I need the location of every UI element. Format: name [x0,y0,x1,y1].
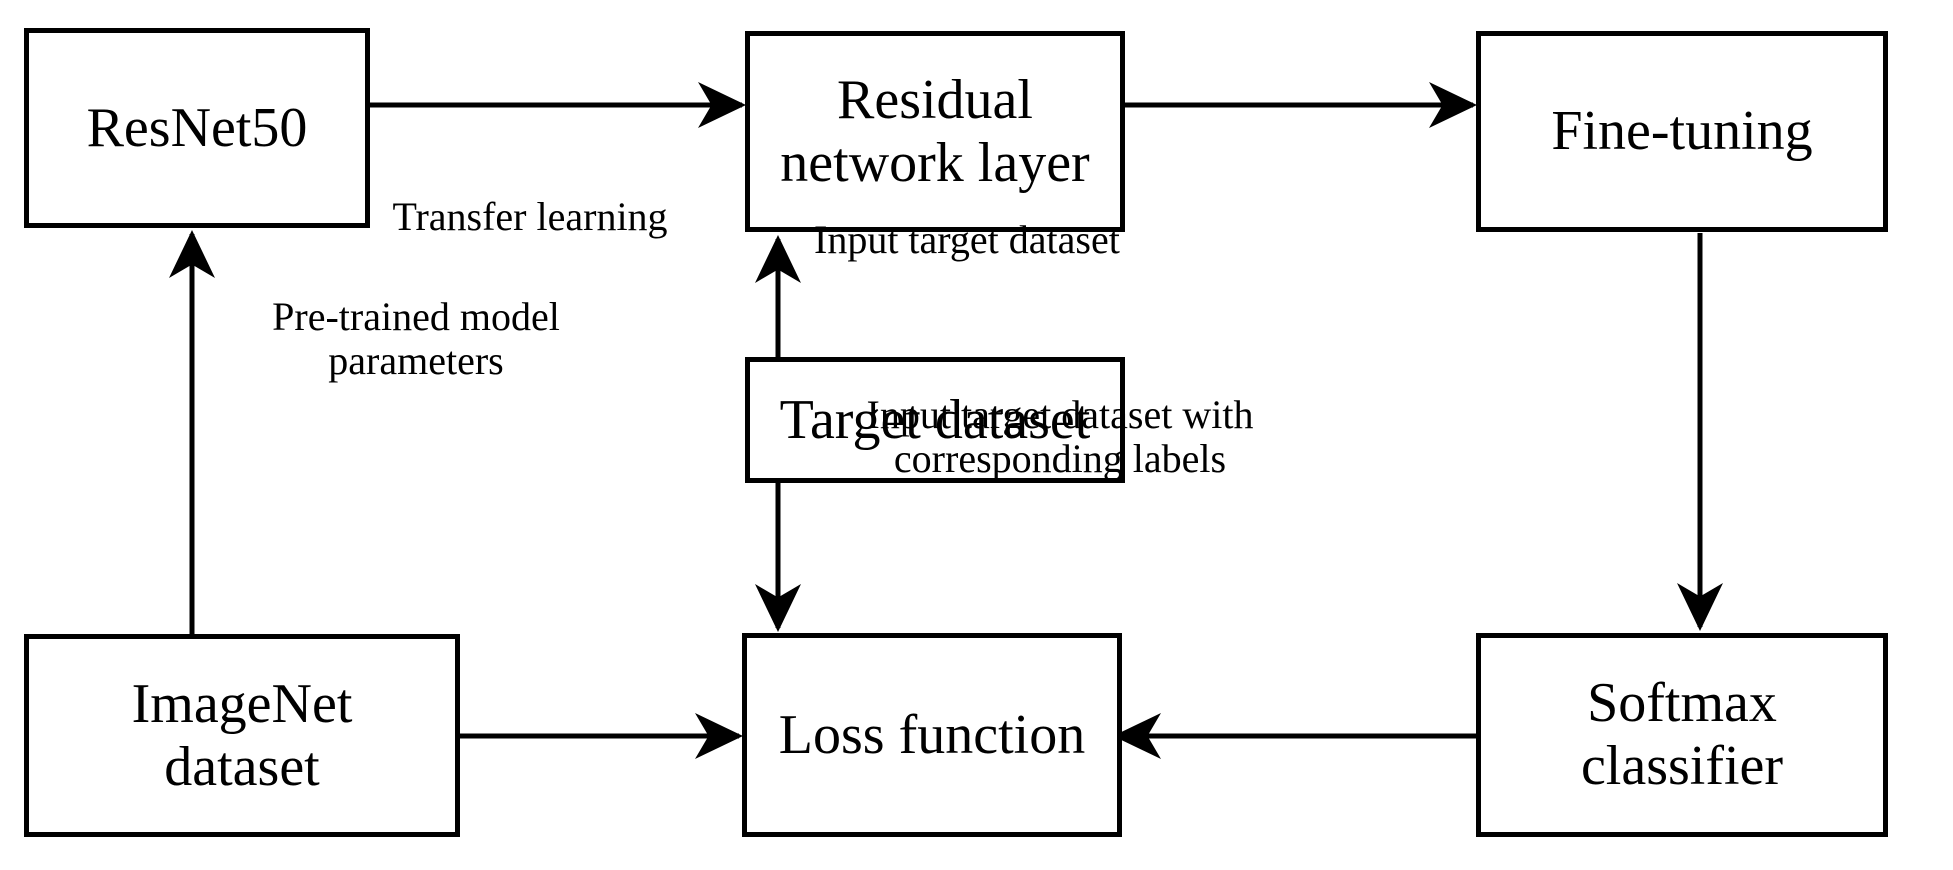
node-softmax-classifier-label: Softmax classifier [1580,672,1784,797]
node-residual-network-layer-label: Residual network layer [780,68,1090,194]
edge-label-pretrained-parameters: Pre-trained model parameters [272,294,560,383]
edge-label-input-target-dataset-with-labels: Input target dataset with corresponding … [866,392,1254,481]
node-loss-function-label: Loss function [778,703,1086,766]
node-imagenet-dataset-label: ImageNet dataset [131,672,353,798]
edge-label-transfer-learning: Transfer learning [392,194,668,239]
node-fine-tuning-label: Fine-tuning [1551,100,1813,163]
node-residual-network-layer[interactable]: Residual network layer [745,31,1125,232]
node-target-dataset-label: Target dataset [779,388,1091,451]
node-fine-tuning[interactable]: Fine-tuning [1476,31,1888,232]
node-loss-function[interactable]: Loss function [742,633,1122,837]
node-target-dataset[interactable]: Target dataset [745,357,1125,483]
edge-label-input-target-dataset: Input target dataset [814,217,1120,262]
node-imagenet-dataset[interactable]: ImageNet dataset [24,634,460,837]
node-resnet50[interactable]: ResNet50 [24,28,370,228]
node-resnet50-label: ResNet50 [86,96,308,159]
node-softmax-classifier[interactable]: Softmax classifier [1476,633,1888,837]
